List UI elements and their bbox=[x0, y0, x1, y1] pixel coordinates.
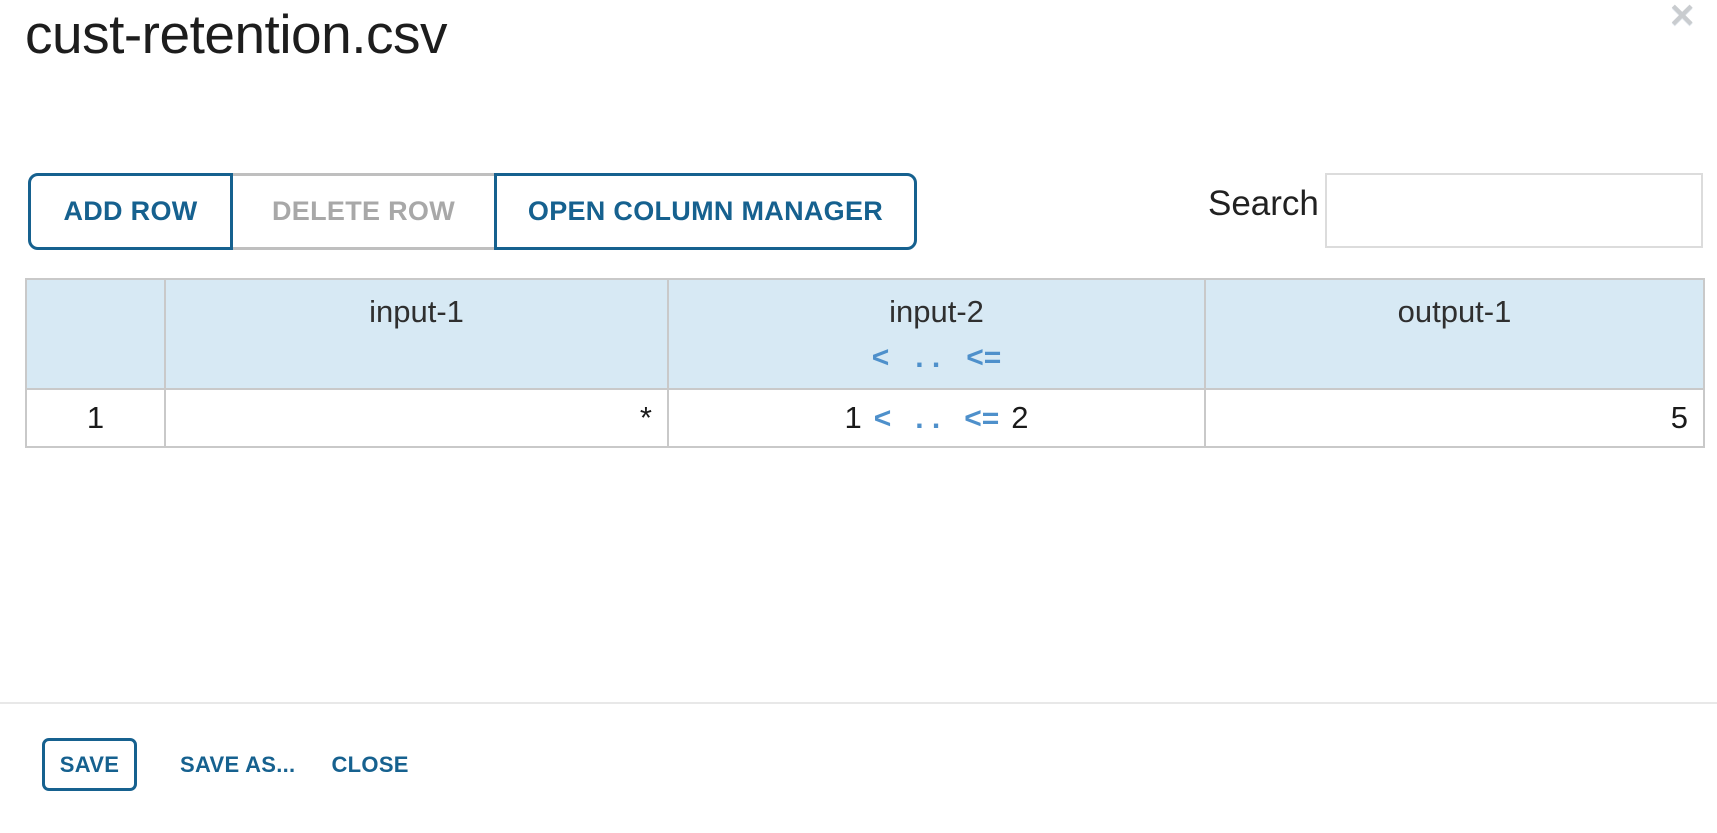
less-than-operator[interactable]: < bbox=[873, 402, 892, 435]
open-column-manager-button[interactable]: OPEN COLUMN MANAGER bbox=[494, 173, 917, 250]
footer-divider bbox=[0, 702, 1717, 704]
save-button[interactable]: SAVE bbox=[42, 738, 137, 791]
range-operator-row: < . . <= bbox=[670, 339, 1203, 375]
close-icon[interactable]: ✕ bbox=[1668, 0, 1696, 34]
row-number-header bbox=[25, 278, 166, 390]
cell-input-1[interactable]: * bbox=[164, 388, 669, 448]
column-label: output-1 bbox=[1397, 294, 1512, 329]
less-equal-operator[interactable]: <= bbox=[964, 402, 1000, 435]
less-equal-operator[interactable]: <= bbox=[966, 341, 1002, 374]
range-upper-value[interactable]: 2 bbox=[1011, 400, 1029, 435]
delete-row-button: DELETE ROW bbox=[230, 173, 497, 250]
table-toolbar: ADD ROW DELETE ROW OPEN COLUMN MANAGER bbox=[28, 173, 917, 250]
table-header-row: input-1 input-2 < . . <= output-1 bbox=[25, 278, 1705, 390]
range-dots-operator[interactable]: . . bbox=[915, 341, 941, 374]
column-label: input-1 bbox=[369, 294, 464, 329]
range-lower-value[interactable]: 1 bbox=[844, 400, 862, 435]
row-number-cell[interactable]: 1 bbox=[25, 388, 166, 448]
column-header-output-1: output-1 bbox=[1204, 278, 1705, 390]
cell-output-1[interactable]: 5 bbox=[1204, 388, 1705, 448]
search-input[interactable] bbox=[1325, 173, 1703, 248]
column-header-input-1: input-1 bbox=[164, 278, 669, 390]
close-button[interactable]: CLOSE bbox=[331, 751, 409, 777]
dialog-footer: SAVE SAVE AS... CLOSE bbox=[42, 738, 409, 791]
add-row-button[interactable]: ADD ROW bbox=[28, 173, 233, 250]
less-than-operator[interactable]: < bbox=[871, 341, 890, 374]
save-as-button[interactable]: SAVE AS... bbox=[180, 751, 296, 777]
table-row: 1 * 1 < . . <= 2 5 bbox=[25, 388, 1705, 448]
cell-input-2[interactable]: 1 < . . <= 2 bbox=[667, 388, 1206, 448]
column-label: input-2 bbox=[889, 294, 984, 329]
csv-data-table: input-1 input-2 < . . <= output-1 1 * 1 < . … bbox=[25, 278, 1705, 448]
page-title: cust-retention.csv bbox=[25, 3, 448, 65]
search-label: Search bbox=[1208, 184, 1319, 223]
range-dots-operator[interactable]: . . bbox=[915, 402, 941, 435]
column-header-input-2: input-2 < . . <= bbox=[667, 278, 1206, 390]
